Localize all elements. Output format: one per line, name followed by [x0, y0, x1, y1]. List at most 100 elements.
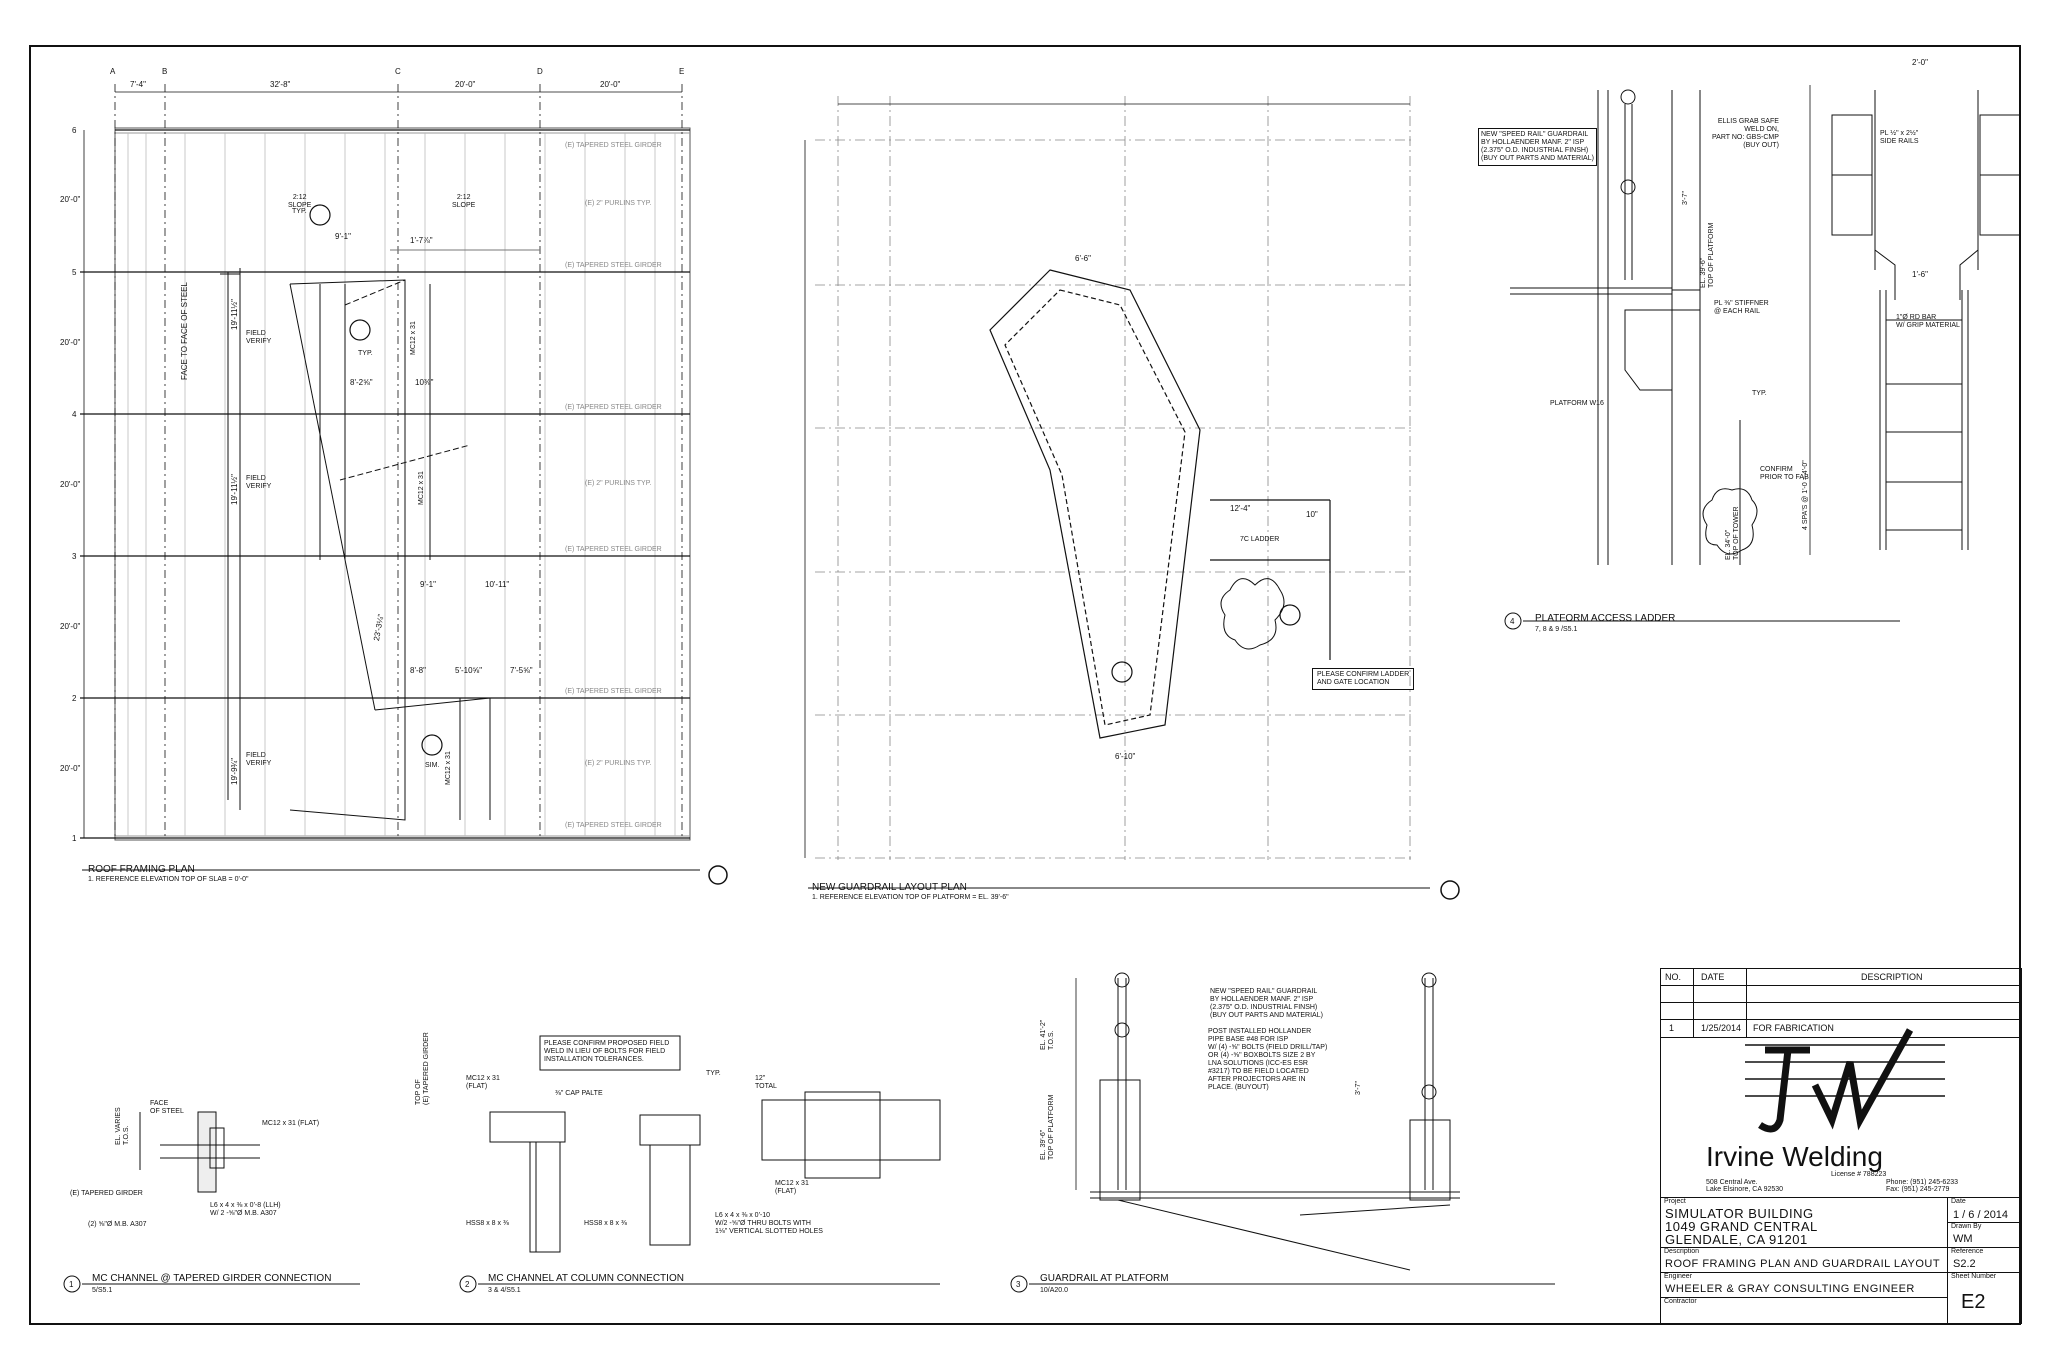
- dim-b: 1'-7⅞": [410, 236, 433, 245]
- detail-1-num: 1: [69, 1280, 74, 1289]
- detail-3-el2: EL. 39'-6" TOP OF PLATFORM: [1040, 1094, 1055, 1160]
- span-2: 19'-11½": [230, 474, 239, 505]
- detail-3-speedrail: NEW "SPEED RAIL" GUARDRAIL BY HOLLAENDER…: [1210, 988, 1323, 1019]
- typ-label-2: TYP.: [358, 350, 373, 357]
- guard-grid-cols: [837, 96, 1411, 860]
- roof-col-lines: [114, 84, 683, 840]
- confirm-cloud: [1702, 488, 1758, 555]
- ladder-spa: 4 SPA'S @ 1'-0 = 4'-0": [1802, 460, 1809, 530]
- detail-3-num: 3: [1016, 1280, 1021, 1289]
- rev-desc: FOR FABRICATION: [1753, 1023, 1834, 1033]
- detail-2-total: 12" TOTAL: [755, 1075, 777, 1090]
- detail-2-cap: ⅜" CAP PALTE: [555, 1090, 603, 1097]
- guardrail-layout-plan: [804, 96, 1460, 900]
- detail-3-title: GUARDRAIL AT PLATFORM: [1040, 1273, 1169, 1284]
- guard-plan-title: NEW GUARDRAIL LAYOUT PLAN: [812, 882, 967, 893]
- span-1: 19'-11½": [230, 299, 239, 330]
- guard-plan-note: 1. REFERENCE ELEVATION TOP OF PLATFORM =…: [812, 894, 1009, 901]
- label-reference: Reference: [1951, 1248, 1984, 1255]
- mc-label-3: MC12 x 31: [445, 751, 452, 785]
- ladder-dim-in: 1'-6": [1912, 270, 1928, 279]
- revision-header: NO. DATE DESCRIPTION: [1661, 969, 2021, 986]
- roof-framing-plan: [80, 84, 728, 885]
- revision-row: 1 1/25/2014 FOR FABRICATION: [1661, 1020, 2021, 1038]
- detail-1-girder: (E) TAPERED GIRDER: [70, 1190, 143, 1197]
- rev-no: 1: [1669, 1023, 1675, 1033]
- dim-a: 9'-1": [335, 232, 351, 241]
- roof-col-dim-2: 32'-8": [270, 80, 291, 89]
- detail-1-drawing: [63, 1111, 360, 1293]
- detail-3-ref: 10/A20.0: [1040, 1287, 1069, 1294]
- mc-label-1: MC12 x 31: [410, 321, 417, 355]
- rev-header-no: NO.: [1665, 972, 1682, 982]
- roof-grid-2: 2: [72, 694, 77, 703]
- company-logo: [1745, 1028, 1945, 1133]
- detail-3-post: POST INSTALLED HOLLANDER PIPE BASE #48 F…: [1208, 1028, 1328, 1091]
- sim-label: SIM.: [425, 762, 440, 769]
- ladder-dim-37: 3'-7": [1682, 191, 1689, 205]
- detail-3-el1: EL. 41'-2" T.O.S.: [1040, 1019, 1055, 1050]
- purlin-label-2: (E) 2" PURLINS TYP.: [585, 480, 652, 487]
- guard-dim-b: 10": [1306, 510, 1318, 519]
- rev-date: 1/25/2014: [1701, 1023, 1742, 1033]
- roof-grid-a: A: [110, 67, 116, 76]
- detail-3-drawing: [1010, 972, 1555, 1293]
- detail-2-top: TOP OF (E) TAPERED GIRDER: [415, 1032, 430, 1105]
- roof-grid-1: 1: [72, 834, 77, 843]
- detail-3-dim: 3'-7": [1355, 1081, 1362, 1095]
- girder-label-6: (E) TAPERED STEEL GIRDER: [565, 822, 662, 829]
- roof-row-dim-1: 20'-0": [60, 195, 81, 204]
- roof-row-dim-3: 20'-0": [60, 480, 81, 489]
- label-drawn: Drawn By: [1951, 1223, 1982, 1230]
- girder-label-1: (E) TAPERED STEEL GIRDER: [565, 142, 662, 149]
- dim-c: 8'-2⅝": [350, 378, 373, 387]
- section-marker-2b: [421, 734, 443, 756]
- guard-dim-d: 6'-10": [1115, 752, 1136, 761]
- roof-plan-note: 1. REFERENCE ELEVATION TOP OF SLAB = 0'-…: [88, 876, 249, 883]
- sheet-border: [29, 45, 2021, 1325]
- project-text: SIMULATOR BUILDING 1049 GRAND CENTRAL GL…: [1665, 1206, 1818, 1247]
- detail-2-num: 2: [465, 1280, 470, 1289]
- field-verify-3: FIELD VERIFY: [246, 752, 272, 767]
- detail-2-hss1: HSS8 x 8 x ⅜: [466, 1220, 509, 1227]
- slope-label-right: 2:12 SLOPE: [452, 194, 476, 209]
- roof-col-dim-1: 7'-4": [130, 80, 146, 89]
- ladder-dim-w: 2'-0": [1912, 58, 1928, 67]
- detail-2-title: MC CHANNEL AT COLUMN CONNECTION: [488, 1273, 684, 1284]
- ladder-w16-note: PLATFORM W16: [1550, 400, 1604, 407]
- ladder-cloud: [1220, 578, 1285, 650]
- section-marker-2a: [349, 319, 371, 341]
- dim-e: 9'-1": [420, 580, 436, 589]
- rev-header-desc: DESCRIPTION: [1861, 972, 1923, 982]
- detail-2-drawing: [459, 1035, 941, 1293]
- title-block: NO. DATE DESCRIPTION 1 1/25/2014 FOR FAB…: [1660, 968, 2022, 1324]
- detail-2-typ: TYP.: [706, 1070, 721, 1077]
- detail-1-title: MC CHANNEL @ TAPERED GIRDER CONNECTION: [92, 1273, 332, 1284]
- drawn-by: WM: [1953, 1233, 1973, 1245]
- roof-row-dim-4: 20'-0": [60, 622, 81, 631]
- company-license: License # 788223: [1831, 1171, 1887, 1178]
- purlin-label-3: (E) 2" PURLINS TYP.: [585, 760, 652, 767]
- ladder-ref: 7, 8 & 9 /S5.1: [1535, 626, 1578, 633]
- detail-1-marker: [63, 1275, 81, 1293]
- roof-grid-5: 5: [72, 268, 77, 277]
- section-marker-ladder: [1504, 612, 1522, 630]
- detail-2-mc: MC12 x 31 (FLAT): [466, 1075, 500, 1090]
- roof-grid-4: 4: [72, 410, 77, 419]
- ladder-top-plat: EL. 39'-6" TOP OF PLATFORM: [1700, 222, 1715, 288]
- dim-d: 10⅜": [415, 378, 434, 387]
- section-marker-4: [1279, 604, 1301, 626]
- detail-1-bolts: (2) ⅝"Ø M.B. A307: [88, 1221, 147, 1228]
- roof-grid-6: 6: [72, 126, 77, 135]
- girder-label-3: (E) TAPERED STEEL GIRDER: [565, 404, 662, 411]
- detail-1-ref: 5/S5.1: [92, 1287, 113, 1294]
- dim-f: 10'-11": [485, 580, 510, 589]
- roof-grid-lines: [80, 129, 690, 839]
- ladder-bar-note: 1"Ø RD BAR W/ GRIP MATERIAL: [1896, 314, 1960, 329]
- typ-label: TYP.: [292, 208, 307, 215]
- ladder-details: [1504, 85, 2021, 630]
- mc-label-2: MC12 x 31: [418, 471, 425, 505]
- label-engineer: Engineer: [1664, 1273, 1693, 1280]
